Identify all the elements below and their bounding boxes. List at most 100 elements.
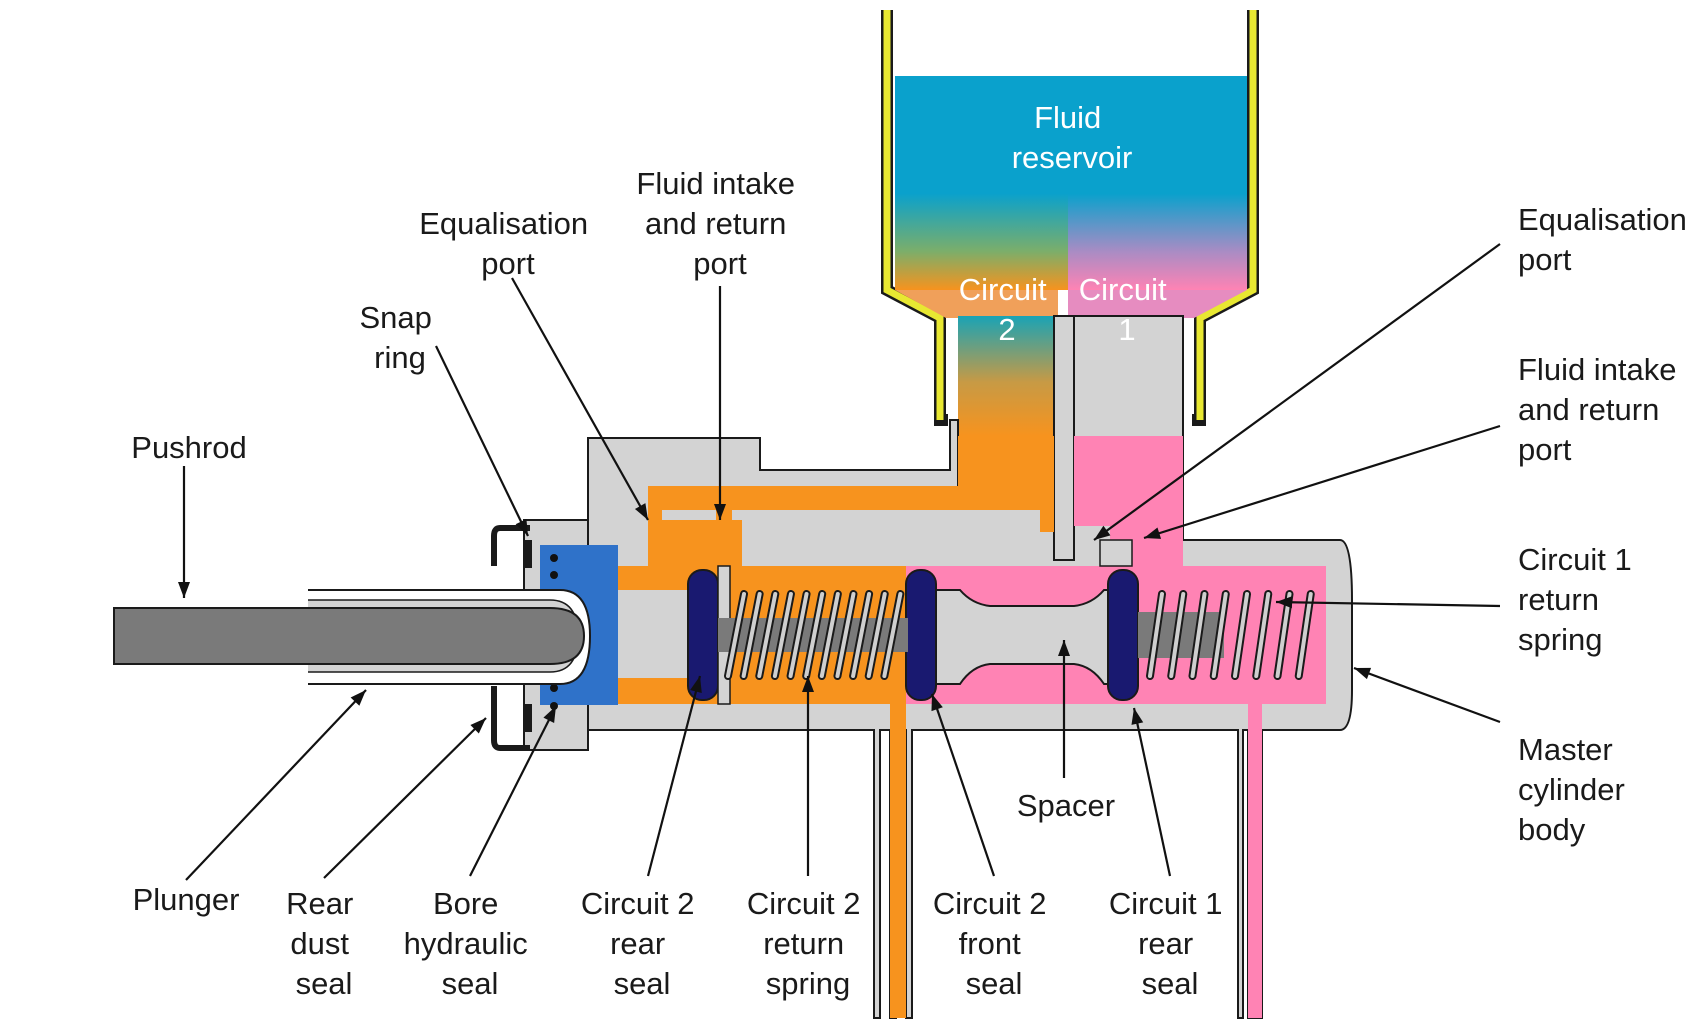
leader-circuit2-front-seal	[930, 693, 996, 877]
circuit-1-rear-seal-shape	[1107, 569, 1139, 701]
plunger-label: Plunger	[133, 882, 240, 917]
leader-equalisation-port-left	[511, 277, 649, 521]
spring-coil-highlight	[757, 592, 778, 678]
equalisation-port-left-label-line: port	[481, 246, 535, 281]
snap-ring-shape	[524, 704, 532, 732]
fluid-intake-right-label: Fluid intake and return port	[1518, 352, 1685, 467]
seal-dot	[550, 554, 558, 562]
spring-coil-highlight	[1254, 592, 1271, 678]
circuit2-front-seal-label-line: seal	[966, 966, 1023, 1001]
bore-hydraulic-seal-label-line: Bore	[433, 886, 498, 921]
circuit2-rear-seal-label: Circuit 2 rear seal	[581, 886, 703, 1001]
fluid-intake-left-label-line: port	[693, 246, 747, 281]
arrowhead	[802, 676, 814, 692]
circuit-2-outlet	[890, 700, 906, 1018]
arrowheads	[178, 503, 1372, 734]
arrowhead	[515, 518, 528, 536]
leader-circuit1-rear-seal	[1132, 707, 1172, 877]
circuit-1-tank-label-line: 1	[1118, 312, 1135, 347]
bore-hydraulic-seal-label: Bore hydraulic seal	[404, 886, 537, 1001]
circuit2-return-spring-label-line: Circuit 2	[747, 886, 861, 921]
circuit2-front-seal-label: Circuit 2 front seal	[933, 886, 1055, 1001]
arrowhead	[543, 706, 556, 723]
fluid-reservoir-label-line: Fluid	[1034, 100, 1101, 135]
arrowhead	[1131, 708, 1144, 725]
circuit-2-tank-label-line: Circuit	[959, 272, 1047, 307]
arrowhead	[931, 694, 943, 712]
spring-coil-highlight	[1296, 592, 1313, 678]
spring-coil-highlight	[804, 592, 825, 678]
circuit1-return-spring-label-line: spring	[1518, 622, 1602, 657]
leader-rear-dust-seal	[323, 717, 487, 879]
reservoir-wall-left-inner	[883, 10, 944, 420]
reservoir-fluid-left	[895, 76, 1068, 290]
circuit2-rear-seal-label-line: Circuit 2	[581, 886, 695, 921]
seal-dot	[550, 684, 558, 692]
circuit2-return-spring-label: Circuit 2 return spring	[747, 886, 869, 1001]
reservoir-wall-right-inner	[1196, 10, 1257, 420]
circuit-2-front-seal-shape	[905, 569, 937, 701]
fluid-intake-left-label-line: and return	[645, 206, 786, 241]
spring-coil-highlight	[866, 592, 887, 678]
circuit1-return-spring-label-line: return	[1518, 582, 1599, 617]
circuit-1-tank-label: Circuit 1	[1079, 272, 1175, 347]
pushrod-label: Pushrod	[131, 430, 246, 465]
plunger-label-line: Plunger	[133, 882, 240, 917]
circuit2-front-seal-label-line: front	[959, 926, 1021, 961]
snap-ring-label-line: Snap	[359, 300, 431, 335]
spring-coil-highlight	[819, 592, 840, 678]
bore-cavity	[618, 590, 688, 678]
rear-dust-seal-label-line: dust	[290, 926, 349, 961]
rear-dust-seal-shape	[491, 525, 530, 751]
circuit1-rear-seal-label-line: Circuit 1	[1109, 886, 1223, 921]
arrowhead	[470, 718, 486, 734]
arrowhead	[634, 503, 648, 520]
fluid-intake-right-label-line: Fluid intake	[1518, 352, 1677, 387]
rear-dust-seal-label: Rear dust seal	[286, 886, 362, 1001]
rear-dust-seal-label-line: seal	[296, 966, 353, 1001]
leader-plunger	[185, 689, 367, 881]
spring-coil-highlight	[726, 592, 746, 678]
arrowhead	[690, 676, 702, 693]
leader-equalisation-port-right	[1093, 243, 1501, 541]
circuit2-front-seal-label-line: Circuit 2	[933, 886, 1047, 921]
arrowhead	[1094, 525, 1111, 540]
rear-dust-seal-label-line: Rear	[286, 886, 353, 921]
circuit1-return-spring-label-line: Circuit 1	[1518, 542, 1632, 577]
fluid-reservoir-label: Fluid reservoir	[1012, 100, 1133, 175]
arrowhead	[1354, 667, 1372, 680]
spring-coil-highlight	[1233, 592, 1249, 678]
reservoir-neck-left-fluid	[958, 316, 1058, 436]
spring-coil-highlight	[1190, 592, 1207, 678]
leader-master-cylinder-body	[1353, 666, 1501, 724]
circuit-1-neck-channel	[1074, 436, 1183, 526]
spacer-label: Spacer	[1017, 788, 1115, 823]
spring-coil-highlight	[741, 592, 762, 678]
reservoir-fluid-right	[1068, 76, 1247, 290]
circuit-1-outlet	[1248, 700, 1262, 1018]
spring-coil-highlight	[851, 592, 872, 678]
circuit-2-top-passage	[648, 436, 1054, 540]
plunger-assembly	[113, 589, 592, 685]
circuit-1-tank-label-line: Circuit	[1079, 272, 1167, 307]
bore-hydraulic-seal-label-line: hydraulic	[404, 926, 528, 961]
leader-lines	[182, 243, 1501, 881]
circuit-2-rear-seal-shape	[687, 569, 719, 701]
master-cylinder-body-label: Master cylinder body	[1518, 732, 1633, 847]
circuit2-rear-seal-label-line: seal	[614, 966, 671, 1001]
equalisation-port-right-label: Equalisation port	[1518, 202, 1696, 277]
circuit-2-tank-label-line: 2	[998, 312, 1015, 347]
circuit2-return-spring-label-line: return	[763, 926, 844, 961]
fluid-intake-right-label-line: and return	[1518, 392, 1659, 427]
equalisation-port-left-label: Equalisation port	[419, 206, 597, 281]
spacer-label-line: Spacer	[1017, 788, 1115, 823]
spring-coil-highlight	[788, 592, 809, 678]
spring-coil-highlight	[1169, 592, 1186, 678]
spring-coil-highlight	[1148, 592, 1164, 678]
circuit1-rear-seal-label-line: seal	[1142, 966, 1199, 1001]
equalisation-port-right-label-line: port	[1518, 242, 1572, 277]
leader-circuit2-rear-seal	[646, 675, 702, 877]
circuit-1-port-block	[1099, 539, 1133, 567]
leader-circuit1-return-spring	[1275, 600, 1501, 608]
